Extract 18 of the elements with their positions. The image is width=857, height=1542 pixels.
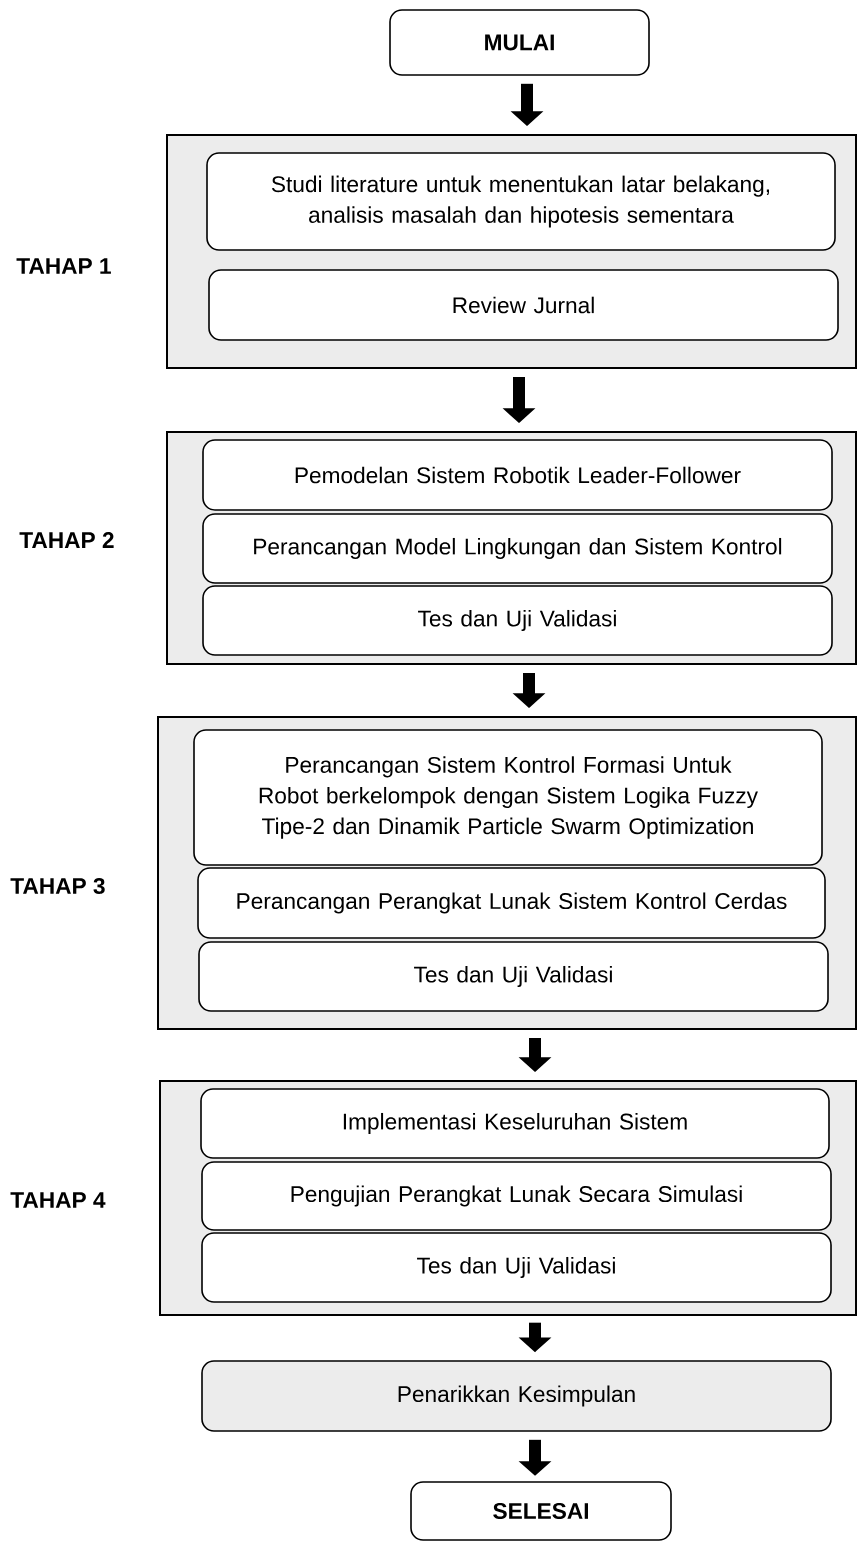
process-box: Pemodelan Sistem Robotik Leader-Follower <box>202 439 833 511</box>
stage-label: TAHAP 4 <box>10 1192 106 1208</box>
stage-label: TAHAP 1 <box>16 258 111 274</box>
process-box: Perancangan Perangkat Lunak Sistem Kontrol Cerdas <box>197 867 826 939</box>
terminal-box: MULAI <box>389 9 650 76</box>
stage-label: TAHAP 2 <box>19 532 114 548</box>
process-box: Review Jurnal <box>208 269 839 341</box>
terminal-box: SELESAI <box>410 1481 672 1541</box>
process-box: Tes dan Uji Validasi <box>202 585 833 656</box>
process-box: Penarikkan Kesimpulan <box>201 1360 832 1432</box>
process-box: Tes dan Uji Validasi <box>198 941 829 1012</box>
process-box: Implementasi Keseluruhan Sistem <box>200 1088 830 1159</box>
process-box: Pengujian Perangkat Lunak Secara Simulasi <box>201 1161 832 1231</box>
process-box: Perancangan Sistem Kontrol Formasi Untuk Robot berkelompok dengan Sistem Logika Fuzzy Tipe-2 dan Dinamik Particle Swarm Optimization <box>193 729 823 866</box>
process-box: Perancangan Model Lingkungan dan Sistem Kontrol <box>202 513 833 584</box>
process-box: Studi literature untuk menentukan latar belakang, analisis masalah dan hipotesis sementara <box>206 152 836 251</box>
stage-label: TAHAP 3 <box>10 877 105 895</box>
process-box: Tes dan Uji Validasi <box>201 1232 832 1303</box>
